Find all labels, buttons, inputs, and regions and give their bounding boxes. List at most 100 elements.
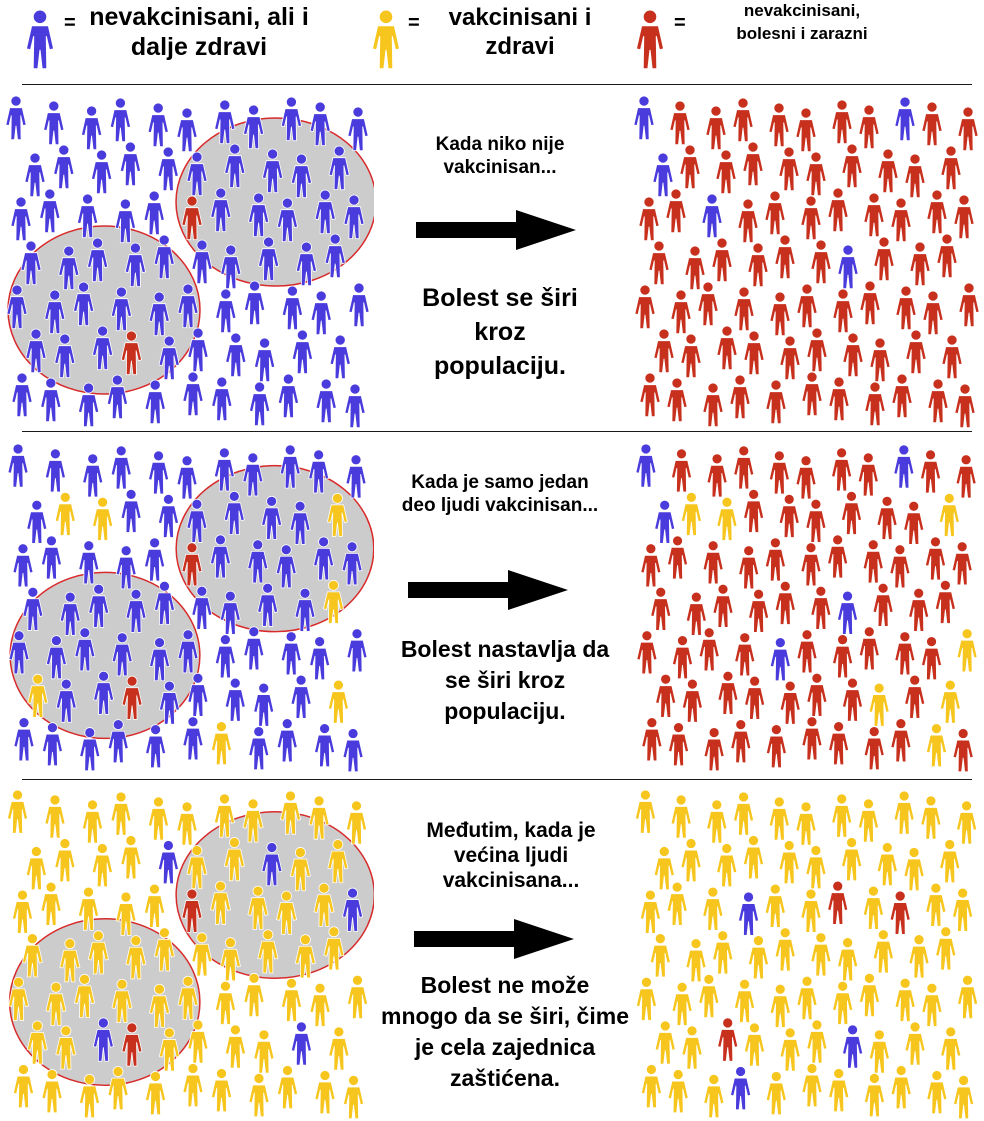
scenario-heading: Kada niko nije vakcinisan... <box>435 134 565 178</box>
person-figure-yellow <box>223 837 245 882</box>
person-figure-blue <box>215 288 237 334</box>
person-figure-red <box>863 726 885 771</box>
person-figure-blue <box>224 143 246 189</box>
person-figure-yellow <box>939 679 961 724</box>
person-figure-blue <box>158 680 180 725</box>
arrow-right-icon <box>416 210 576 250</box>
person-figure-blue <box>77 382 100 428</box>
person-figure-yellow <box>55 1025 77 1070</box>
person-figure-yellow <box>800 888 822 933</box>
population-after <box>635 443 978 773</box>
person-figure-yellow <box>640 1064 662 1109</box>
person-figure-red <box>121 1022 143 1067</box>
person-figure-red <box>702 540 724 585</box>
person-figure-blue <box>176 107 198 153</box>
person-figure-yellow <box>210 880 232 925</box>
person-figure-blue <box>91 325 114 371</box>
person-figure-blue <box>210 187 232 233</box>
person-figure-red <box>957 106 979 152</box>
person-figure-blue <box>633 95 655 141</box>
person-figure-red <box>181 195 203 241</box>
person-figure-red <box>653 328 675 374</box>
person-figure-blue <box>347 106 369 152</box>
infection-zone <box>175 117 374 287</box>
person-figure-red <box>742 141 764 187</box>
population-before <box>7 443 374 773</box>
person-figure-red <box>891 373 913 419</box>
person-figure-yellow <box>289 847 311 892</box>
person-figure <box>635 9 665 70</box>
person-figure-blue <box>72 281 95 327</box>
person-figure-blue <box>345 454 367 499</box>
person-figure-yellow <box>27 673 49 718</box>
person-figure-blue <box>313 536 335 581</box>
person-figure-red <box>667 535 689 580</box>
person-figure-red <box>869 337 891 383</box>
person-figure-red <box>955 454 977 499</box>
person-figure-red <box>671 448 692 493</box>
person-figure-blue <box>346 628 368 673</box>
person-figure <box>371 9 401 70</box>
person-figure-yellow <box>243 972 265 1017</box>
person-figure-yellow <box>832 980 854 1025</box>
person-figure-red <box>743 489 765 533</box>
person-figure-red <box>801 371 823 417</box>
person-figure-blue <box>242 104 265 150</box>
person-figure-blue <box>182 371 204 417</box>
person-figure-blue <box>157 146 179 192</box>
person-figure-red <box>872 582 894 627</box>
person-figure-yellow <box>125 935 147 980</box>
person-figure-yellow <box>87 930 109 975</box>
person-figure-red <box>716 325 738 371</box>
person-figure-blue <box>654 499 676 544</box>
person-figure-blue <box>214 634 236 679</box>
person-figure-red <box>832 288 854 334</box>
person-figure-blue <box>24 152 46 198</box>
person-figure-red <box>666 377 688 423</box>
person-figure-blue <box>261 842 283 887</box>
person-figure-blue <box>261 148 284 194</box>
person-figure-yellow <box>733 791 755 836</box>
person-figure-yellow <box>343 1075 365 1120</box>
person-figure-blue <box>22 586 44 631</box>
person-figure-yellow <box>734 978 756 1023</box>
person-figure-red <box>778 493 800 538</box>
person-figure-yellow <box>706 799 728 844</box>
person-figure-blue <box>343 194 365 240</box>
person-figure-red <box>920 449 942 494</box>
person-figure-yellow <box>210 721 232 766</box>
person-figure-red <box>743 330 765 376</box>
person-figure-red <box>905 329 927 375</box>
person-figure-blue <box>211 376 233 422</box>
person-figure-yellow <box>858 972 880 1017</box>
legend-label-vaccinated: vakcinisani i zdravi <box>448 4 592 60</box>
person-figure-red <box>639 372 661 418</box>
person-figure-yellow <box>327 679 349 724</box>
person-figure-yellow <box>940 1026 962 1071</box>
person-figure-yellow <box>294 934 316 979</box>
person-figure-blue <box>144 379 166 425</box>
person-figure-blue <box>281 285 304 331</box>
person-figure-yellow <box>908 934 930 979</box>
person-figure-blue <box>187 672 209 717</box>
legend-unvaccinated-sick: = nevakcinisani, bolesni i zarazni <box>632 0 972 82</box>
person-figure-blue <box>348 282 370 328</box>
person-figure-blue <box>276 197 299 243</box>
person-figure-red <box>733 286 755 332</box>
person-figure-red <box>779 680 801 725</box>
person-figure-yellow <box>801 1063 823 1108</box>
person-figure-red <box>779 335 801 381</box>
person-figure-blue <box>247 192 270 238</box>
person-figure-red <box>895 285 917 331</box>
person-figure-blue <box>10 196 32 242</box>
person-figure-yellow <box>863 1073 885 1118</box>
person-figure-yellow <box>177 975 199 1020</box>
person-figure-blue <box>186 151 208 197</box>
person-figure-red <box>672 635 693 680</box>
person-figure-blue <box>157 493 179 538</box>
divider <box>22 779 972 780</box>
person-figure-blue <box>701 193 723 239</box>
person-figure-yellow <box>925 882 947 927</box>
person-figure-yellow <box>44 794 66 839</box>
person-figure-blue <box>82 453 104 498</box>
